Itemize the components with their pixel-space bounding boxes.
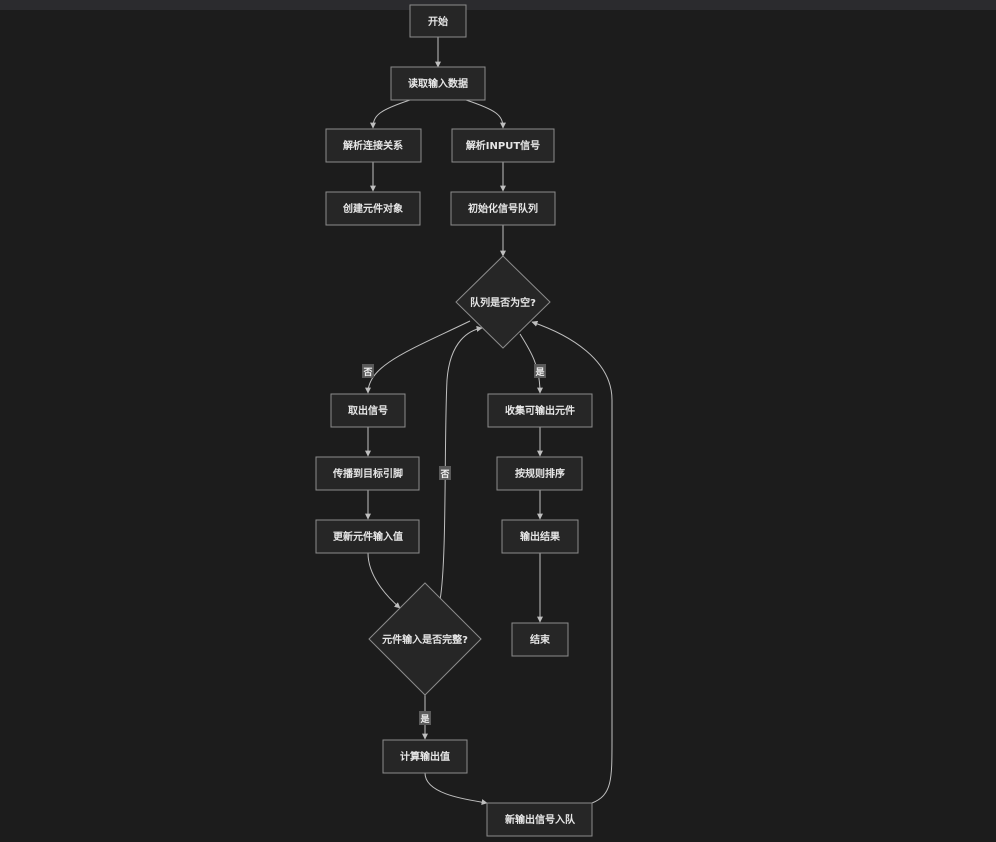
node-start: 开始 — [409, 4, 467, 38]
node-enqueue-new: 新输出信号入队 — [486, 802, 593, 837]
edge-label-complete-no: 否 — [439, 466, 451, 480]
node-create-components: 创建元件对象 — [325, 191, 421, 226]
svg-text:收集可输出元件: 收集可输出元件 — [505, 404, 575, 417]
node-dequeue-signal: 取出信号 — [330, 393, 406, 428]
node-output-result: 输出结果 — [501, 519, 579, 554]
edge-read-parse-connections — [370, 99, 411, 129]
svg-text:新输出信号入队: 新输出信号入队 — [505, 813, 576, 826]
node-compute-output: 计算输出值 — [382, 739, 468, 774]
edge-complete-no — [439, 325, 483, 601]
edge-label-complete-yes: 是 — [419, 711, 431, 725]
svg-text:计算输出值: 计算输出值 — [400, 750, 450, 763]
svg-text:是: 是 — [534, 367, 545, 378]
node-sort-rules: 按规则排序 — [496, 456, 583, 491]
edge-enqueue-queue — [531, 320, 613, 804]
edge-compute-enqueue — [424, 772, 488, 806]
node-input-complete-decision: 元件输入是否完整? — [368, 582, 482, 696]
svg-text:按规则排序: 按规则排序 — [515, 467, 565, 480]
node-update-input: 更新元件输入值 — [315, 519, 420, 554]
node-propagate: 传播到目标引脚 — [315, 456, 420, 491]
node-end: 结束 — [511, 622, 569, 657]
edge-queue-no — [365, 320, 471, 394]
edge-update-complete — [367, 552, 401, 609]
svg-text:元件输入是否完整?: 元件输入是否完整? — [382, 633, 468, 646]
svg-text:传播到目标引脚: 传播到目标引脚 — [332, 467, 403, 480]
edge-queue-yes — [519, 333, 543, 394]
svg-text:解析INPUT信号: 解析INPUT信号 — [466, 139, 540, 152]
svg-text:是: 是 — [419, 714, 430, 725]
edges — [365, 37, 613, 806]
svg-text:创建元件对象: 创建元件对象 — [342, 202, 403, 215]
svg-text:开始: 开始 — [428, 15, 448, 28]
node-read-input: 读取输入数据 — [390, 66, 486, 101]
svg-text:取出信号: 取出信号 — [348, 404, 388, 417]
node-collect-outputs: 收集可输出元件 — [487, 393, 593, 428]
svg-text:否: 否 — [439, 469, 449, 480]
edge-label-queue-no: 否 — [362, 364, 374, 378]
node-init-queue: 初始化信号队列 — [450, 191, 556, 226]
svg-text:队列是否为空?: 队列是否为空? — [470, 296, 536, 309]
svg-text:初始化信号队列: 初始化信号队列 — [468, 202, 538, 215]
node-queue-empty-decision: 队列是否为空? — [455, 255, 551, 349]
edge-read-parse-input — [465, 99, 506, 129]
node-parse-input-signal: 解析INPUT信号 — [451, 128, 555, 163]
svg-text:更新元件输入值: 更新元件输入值 — [333, 530, 403, 543]
svg-text:结束: 结束 — [530, 633, 551, 646]
svg-text:否: 否 — [362, 367, 372, 378]
window-top-bar — [0, 0, 996, 10]
svg-text:输出结果: 输出结果 — [520, 530, 561, 543]
svg-text:读取输入数据: 读取输入数据 — [408, 77, 468, 90]
node-parse-connections: 解析连接关系 — [325, 128, 422, 163]
svg-text:解析连接关系: 解析连接关系 — [343, 139, 403, 152]
edge-label-queue-yes: 是 — [534, 364, 546, 378]
